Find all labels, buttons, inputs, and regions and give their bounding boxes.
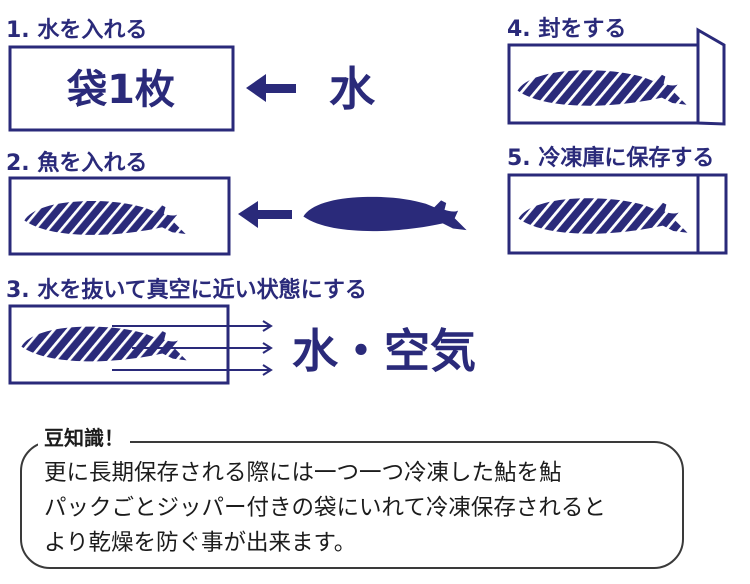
step-5-label: 5. 冷凍庫に保存する <box>507 145 714 171</box>
step-3-right-arrow-icon <box>112 320 273 376</box>
step-1-label: 1. 水を入れる <box>6 18 147 43</box>
tip-box <box>20 441 684 569</box>
step-1-box-text: 袋1枚 <box>66 67 175 113</box>
step-4-label: 4. 封をする <box>507 17 626 42</box>
step-3-label: 3. 水を抜いて真空に近い状態にする <box>6 277 367 303</box>
step-2-left-arrow-icon <box>238 201 292 228</box>
step-4-seal-flap <box>696 27 726 126</box>
step-2-label: 2. 魚を入れる <box>6 150 147 176</box>
step-1-left-arrow-icon <box>246 74 296 102</box>
step-1-bag <box>8 45 235 132</box>
step-3-output: 水・空気 <box>292 324 476 378</box>
tip-title: 豆知識！ <box>38 425 130 451</box>
step-1-input: 水 <box>329 62 376 116</box>
tip-text: 更に長期保存される際には一つ一つ冷凍した鮎を鮎 パックごとジッパー付きの袋にいれ… <box>44 460 606 556</box>
step-2-solid-fish-icon <box>303 196 467 232</box>
